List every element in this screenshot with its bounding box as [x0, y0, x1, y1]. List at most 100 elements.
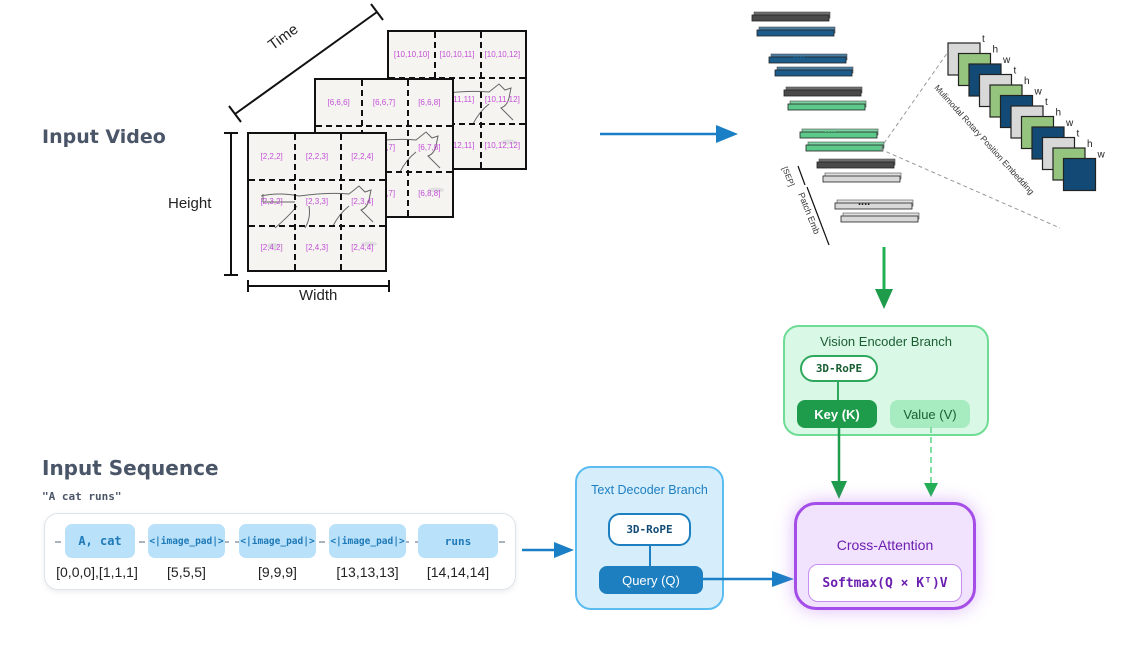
key-block: Key (K)	[797, 400, 877, 428]
value-to-attention-arrow	[924, 427, 938, 497]
mrope-component-label: t	[1045, 97, 1048, 108]
embedding-bar	[768, 53, 848, 64]
token-pos-image-pad-2: [9,9,9]	[258, 564, 297, 580]
width-axis	[247, 280, 390, 292]
patch-position-label: [2,3,3]	[305, 197, 329, 207]
ellipsis-green: ....	[824, 123, 836, 135]
embedding-bar	[756, 26, 836, 37]
patch-position-label: [2,2,2]	[260, 152, 283, 162]
patch-position-label: [2,2,3]	[305, 152, 329, 162]
patch-position-label: [10,12,11]	[439, 140, 475, 150]
grid-divider	[249, 179, 385, 182]
mrope-component-label: w	[1065, 118, 1074, 129]
embedding-bar	[834, 199, 914, 210]
key-to-attention-arrow	[831, 427, 847, 499]
patch-position-label: [6,8,8]	[418, 188, 441, 198]
token-image-pad-2: <|image_pad|>	[239, 524, 316, 558]
sep-label: [SEP]	[780, 165, 796, 187]
sequence-to-text-arrow	[522, 542, 574, 558]
attention-formula: Softmax(Q × Kᵀ)V	[808, 564, 962, 602]
width-axis-label: Width	[299, 287, 338, 304]
patch-position-label: [2,2,4]	[351, 152, 374, 162]
patch-position-label: [6,6,6]	[327, 98, 350, 108]
embedding-bar	[751, 11, 831, 22]
text-3d-rope: 3D-RoPE	[608, 513, 691, 546]
grid-divider	[389, 77, 525, 80]
token-pos-runs: [14,14,14]	[426, 564, 490, 580]
embedding-bar	[783, 86, 863, 97]
grid-divider	[316, 125, 452, 128]
vision-encoder-branch: Vision Encoder Branch 3D-RoPE Key (K) Va…	[783, 325, 989, 436]
patch-position-label: [10,11,11]	[439, 95, 475, 105]
video-to-embedding-arrow	[600, 125, 738, 143]
embedding-bar	[822, 172, 902, 183]
token-a-cat: A, cat	[65, 524, 135, 558]
token-pos-image-pad-1: [5,5,5]	[167, 564, 206, 580]
token-runs: runs	[418, 524, 498, 558]
patch-position-label: [2,3,2]	[260, 197, 283, 207]
embedding-stack: ............[SEP]Patch EmbthwthwthwthwMu…	[751, 11, 1106, 246]
grid-divider	[294, 134, 297, 270]
cross-attention-block: Cross-Attention Softmax(Q × Kᵀ)V	[794, 502, 976, 610]
patch-position-label: [10,10,11]	[439, 50, 475, 60]
grid-divider	[249, 224, 385, 227]
text-decoder-branch: Text Decoder Branch 3D-RoPE Query (Q)	[575, 466, 724, 610]
grid-divider	[479, 32, 482, 168]
patch-position-label: [10,11,12]	[484, 95, 520, 105]
mrope-component-label: t	[1077, 129, 1080, 140]
text-branch-title: Text Decoder Branch	[591, 483, 708, 497]
patch-position-label: [2,4,2]	[260, 242, 283, 252]
frame-t2: [2,2,2] [2,2,3] [2,2,4] [2,3,2] [2,3,3] [2,3,…	[247, 132, 387, 272]
patch-position-label: [2,4,3]	[305, 242, 329, 252]
mrope-component-label: w	[1002, 55, 1011, 66]
embedding-bar	[774, 66, 854, 77]
value-block: Value (V)	[890, 400, 970, 428]
input-video-title: Input Video	[42, 126, 166, 148]
query-to-attention-arrow	[700, 571, 794, 587]
patch-position-label: [2,3,4]	[351, 197, 374, 207]
mrope-component-label: h	[1024, 76, 1030, 87]
patch-emb-label: Patch Emb	[796, 191, 822, 236]
patch-position-label: [10,12,12]	[484, 140, 521, 150]
mrope-component-label: h	[993, 45, 999, 56]
mrope-component-label: t	[982, 34, 985, 45]
mrope-component-label: h	[1056, 108, 1062, 119]
patch-position-label: [6,6,7]	[372, 98, 396, 108]
vision-branch-title: Vision Encoder Branch	[819, 334, 952, 349]
embedding-bar	[805, 141, 885, 152]
vision-3d-rope: 3D-RoPE	[800, 355, 878, 382]
text-rope-connector	[649, 546, 651, 566]
token-image-pad-3: <|image_pad|>	[329, 524, 406, 558]
token-image-pad-1: <|image_pad|>	[148, 524, 225, 558]
token-pos-a-cat: [0,0,0],[1,1,1]	[56, 564, 138, 580]
grid-divider	[339, 134, 342, 270]
vision-rope-connector	[837, 382, 839, 400]
patch-position-label: [2,4,4]	[351, 242, 374, 252]
embedding-bar	[816, 158, 896, 169]
patch-position-label: [10,10,12]	[484, 50, 521, 60]
embedding-to-vision-arrow	[875, 247, 893, 309]
cat-sketch	[260, 185, 377, 249]
embedding-bar	[840, 212, 920, 223]
token-sequence-panel: A, cat <|image_pad|> <|image_pad|> <|ima…	[44, 513, 516, 590]
mrope-component-label: h	[1087, 139, 1093, 150]
mrope-square	[1062, 157, 1097, 192]
grid-divider	[389, 122, 525, 125]
mrope-component-label: t	[1014, 66, 1017, 77]
ellipsis-blue: ....	[793, 49, 805, 61]
height-axis-label: Height	[168, 195, 212, 212]
mrope-component-label: w	[1097, 150, 1106, 161]
mrope-component-label: w	[1034, 87, 1043, 98]
cross-attention-title: Cross-Attention	[836, 537, 934, 553]
input-sequence-quote: "A cat runs"	[42, 490, 122, 503]
patch-position-label: [10,10,10]	[393, 50, 430, 60]
grid-divider	[406, 80, 409, 216]
embedding-bar	[787, 100, 867, 111]
input-sequence-title: Input Sequence	[42, 456, 219, 480]
ellipsis-gray: ....	[858, 196, 870, 208]
height-axis	[224, 132, 238, 276]
patch-position-label: [6,7,8]	[418, 143, 441, 153]
time-axis	[228, 3, 384, 123]
token-pos-image-pad-3: [13,13,13]	[336, 564, 399, 580]
query-block: Query (Q)	[599, 566, 703, 594]
